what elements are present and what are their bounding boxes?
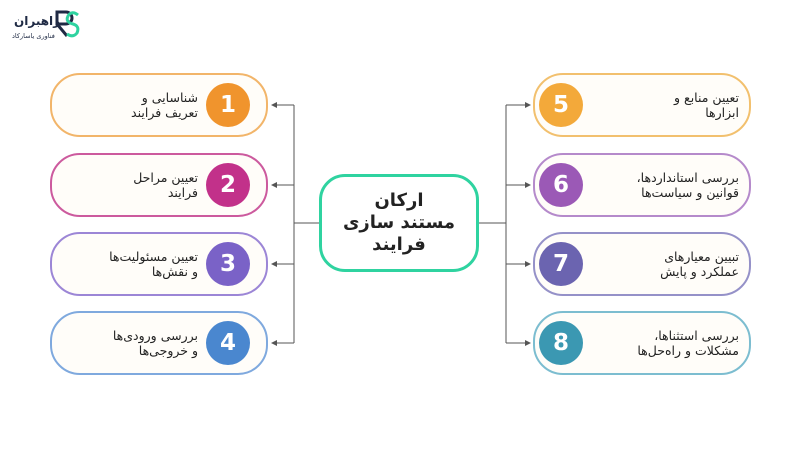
- center-title: ارکان مستند سازی فرایند: [319, 174, 479, 272]
- step-label: بررسی ورودی‌ها و خروجی‌ها: [112, 328, 198, 358]
- step-label: تعیین مسئولیت‌ها و نقش‌ها: [109, 249, 198, 279]
- step-card-5: 5 تعیین منابع و ابزارها: [533, 73, 751, 137]
- step-card-6: 6 بررسی استانداردها، قوانین و سیاست‌ها: [533, 153, 751, 217]
- step-card-4: بررسی ورودی‌ها و خروجی‌ها 4: [50, 311, 268, 375]
- step-label: تبیین معیارهای عملکرد و پایش: [660, 249, 739, 279]
- step-number: 1: [206, 83, 250, 127]
- step-number: 3: [206, 242, 250, 286]
- step-number: 6: [539, 163, 583, 207]
- company-logo: راهبران فناوری یاسارکاد: [6, 6, 80, 40]
- step-card-8: 8 بررسی استثناها، مشکلات و راه‌حل‌ها: [533, 311, 751, 375]
- step-number: 7: [539, 242, 583, 286]
- step-card-3: تعیین مسئولیت‌ها و نقش‌ها 3: [50, 232, 268, 296]
- step-label: بررسی استثناها، مشکلات و راه‌حل‌ها: [637, 328, 739, 358]
- step-label: بررسی استانداردها، قوانین و سیاست‌ها: [636, 170, 739, 200]
- step-card-7: 7 تبیین معیارهای عملکرد و پایش: [533, 232, 751, 296]
- step-card-1: شناسایی و تعریف فرایند 1: [50, 73, 268, 137]
- step-number: 4: [206, 321, 250, 365]
- step-card-2: تعیین مراحل فرایند 2: [50, 153, 268, 217]
- logo-mark-icon: [55, 10, 80, 38]
- step-label: شناسایی و تعریف فرایند: [131, 90, 198, 120]
- step-label: تعیین مراحل فرایند: [133, 170, 198, 200]
- step-number: 2: [206, 163, 250, 207]
- logo-title: راهبران: [14, 14, 61, 28]
- step-number: 5: [539, 83, 583, 127]
- step-number: 8: [539, 321, 583, 365]
- logo-subtitle: فناوری یاسارکاد: [12, 32, 55, 40]
- step-label: تعیین منابع و ابزارها: [674, 90, 739, 120]
